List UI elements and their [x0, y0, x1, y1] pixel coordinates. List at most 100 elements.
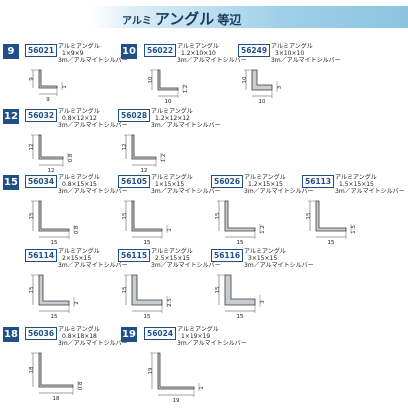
product-finish: 3m／アルマイトシルバー	[151, 262, 221, 269]
product-dimensions: 0.8×12×12	[62, 115, 97, 122]
size-label-9: 9	[3, 44, 19, 59]
angle-profile	[131, 274, 163, 306]
product-dimensions: 3×10×10	[275, 50, 305, 57]
product-finish: 3m／アルマイトシルバー	[58, 122, 128, 129]
leg-height-label: 19	[148, 367, 154, 374]
thickness-label: 3	[260, 300, 266, 304]
leg-height-label: 15	[29, 286, 35, 293]
angle-profile	[131, 134, 157, 160]
size-label-18: 18	[3, 327, 19, 342]
thickness-label: 1	[167, 228, 173, 232]
leg-height-label: 10	[148, 76, 154, 83]
product-dimensions: 1×9×9	[62, 50, 84, 57]
product-code: 56116	[211, 249, 244, 262]
leg-width-label: 10	[165, 99, 172, 105]
product-name: アルミアングル	[58, 326, 100, 333]
product-name: アルミアングル	[244, 248, 286, 255]
leg-height-label: 15	[306, 212, 312, 219]
product-name: アルミアングル	[151, 248, 193, 255]
header-suffix: 等辺	[217, 13, 242, 27]
product-code: 56115	[118, 249, 151, 262]
thickness-label: 1.5	[351, 225, 357, 234]
product-finish: 3m／アルマイトシルバー	[244, 262, 314, 269]
leg-height-label: 15	[122, 212, 128, 219]
product-finish: 3m／アルマイトシルバー	[177, 57, 247, 64]
thickness-label: 1.2	[161, 154, 167, 163]
product-name: アルミアングル	[177, 326, 219, 333]
angle-profile	[131, 200, 163, 232]
product-dimensions: 2.5×15×15	[155, 255, 190, 262]
product-code: 56032	[25, 109, 58, 122]
leg-height-label: 10	[242, 76, 248, 83]
leg-width-label: 12	[141, 168, 148, 174]
product-code: 56249	[238, 44, 271, 57]
angle-profile	[315, 200, 347, 232]
header-main: アングル	[154, 10, 215, 28]
product-code: 56024	[144, 327, 177, 340]
product-name: アルミアングル	[58, 43, 100, 50]
product-code: 56022	[144, 44, 177, 57]
angle-profile	[157, 69, 179, 91]
product-finish: 3m／アルマイトシルバー	[177, 340, 247, 347]
size-label-19: 19	[121, 327, 137, 342]
angle-profile	[224, 200, 256, 232]
leg-height-label: 12	[29, 144, 35, 151]
leg-height-label: 15	[29, 212, 35, 219]
product-dimensions: 1.2×15×15	[248, 181, 283, 188]
leg-width-label: 15	[237, 314, 244, 320]
leg-width-label: 15	[51, 314, 58, 320]
thickness-label: 0.8	[74, 225, 80, 234]
product-name: アルミアングル	[58, 248, 100, 255]
leg-width-label: 10	[259, 99, 266, 105]
product-finish: 3m／アルマイトシルバー	[151, 188, 221, 195]
thickness-label: 2	[74, 301, 80, 305]
angle-profile-drawing: 15 15 2	[29, 274, 80, 320]
product-dimensions: 2×15×15	[62, 255, 92, 262]
leg-width-label: 15	[328, 240, 335, 246]
product-name: アルミアングル	[58, 108, 100, 115]
angle-profile-drawing: 15 15 1	[122, 200, 173, 246]
angle-profile-drawing: 15 15 3	[215, 274, 266, 320]
leg-width-label: 12	[48, 168, 55, 174]
angle-profile	[38, 134, 64, 160]
size-label-15: 15	[3, 175, 19, 190]
product-dimensions: 1.2×12×12	[155, 115, 190, 122]
product-name: アルミアングル	[335, 174, 377, 181]
angle-profile	[251, 69, 273, 91]
leg-height-label: 15	[215, 286, 221, 293]
leg-width-label: 15	[144, 240, 151, 246]
product-name: アルミアングル	[244, 174, 286, 181]
thickness-label: 0.8	[78, 381, 84, 390]
product-finish: 3m／アルマイトシルバー	[244, 188, 314, 195]
header-title: アルミアングル等辺	[122, 8, 241, 29]
product-name: アルミアングル	[177, 43, 219, 50]
product-code: 56113	[302, 175, 335, 188]
angle-profile	[38, 200, 70, 232]
leg-width-label: 9	[46, 97, 50, 103]
leg-height-label: 15	[215, 212, 221, 219]
product-code: 56034	[25, 175, 58, 188]
product-finish: 3m／アルマイトシルバー	[58, 57, 128, 64]
product-code: 56105	[118, 175, 151, 188]
angle-profile	[38, 69, 58, 89]
leg-height-label: 9	[29, 77, 35, 81]
product-dimensions: 0.8×18×18	[62, 333, 97, 340]
product-code: 56028	[118, 109, 151, 122]
product-dimensions: 3×15×15	[248, 255, 278, 262]
thickness-label: 1	[199, 386, 205, 390]
